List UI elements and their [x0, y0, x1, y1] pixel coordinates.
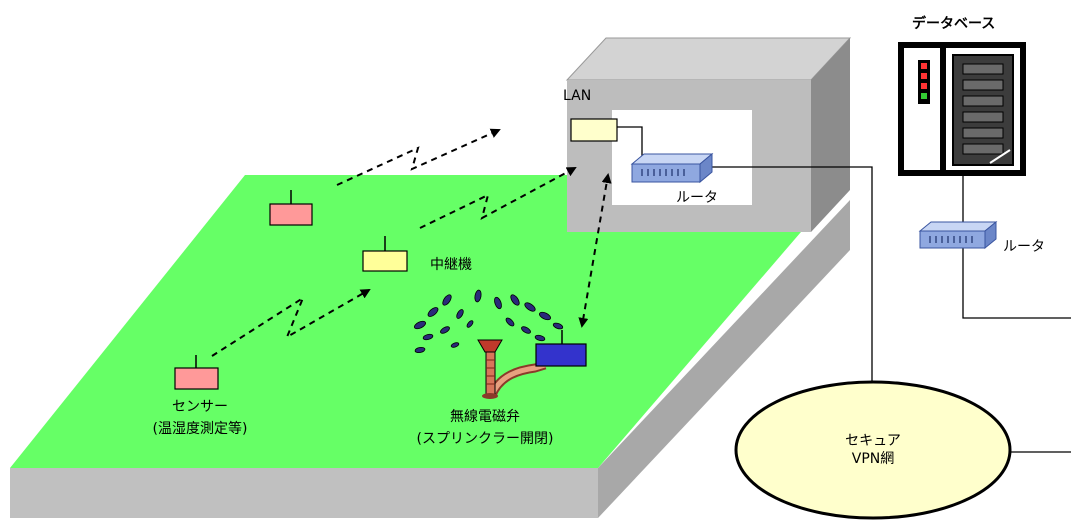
- vpn-cloud: [734, 380, 1012, 520]
- vpn-label: セキュア VPN網: [803, 432, 943, 468]
- lan-box: [570, 118, 618, 142]
- valve-subtitle: (スプリンクラー開閉): [416, 431, 554, 447]
- field-base: [10, 200, 850, 518]
- router-label-right: ルータ: [1003, 239, 1045, 255]
- sprinkler-icon: [414, 289, 564, 399]
- sensor-node-lower: [174, 355, 219, 390]
- sensor-title: センサー: [172, 399, 228, 415]
- network-lines: [617, 126, 1071, 453]
- green-field: [10, 175, 850, 468]
- vpn-line2: VPN網: [851, 451, 895, 467]
- server-rack-icon: [898, 42, 1026, 176]
- vpn-line1: セキュア: [845, 433, 901, 449]
- lan-label: LAN: [563, 88, 592, 104]
- router-icon: [630, 152, 714, 184]
- router-label-building: ルータ: [676, 190, 718, 206]
- valve-label: 無線電磁弁 (スプリンクラー開閉): [380, 408, 590, 448]
- repeater-node: [362, 236, 408, 272]
- wireless-links: [211, 128, 612, 357]
- sensor-label: センサー (温湿度測定等): [110, 398, 290, 438]
- sensor-node-upper: [269, 190, 313, 226]
- sensor-subtitle: (温湿度測定等): [152, 421, 248, 437]
- database-label: データベース: [912, 16, 996, 32]
- valve-title: 無線電磁弁: [450, 409, 520, 425]
- repeater-label: 中継機: [430, 257, 472, 273]
- valve-node: [535, 330, 587, 367]
- router-icon: [918, 220, 998, 250]
